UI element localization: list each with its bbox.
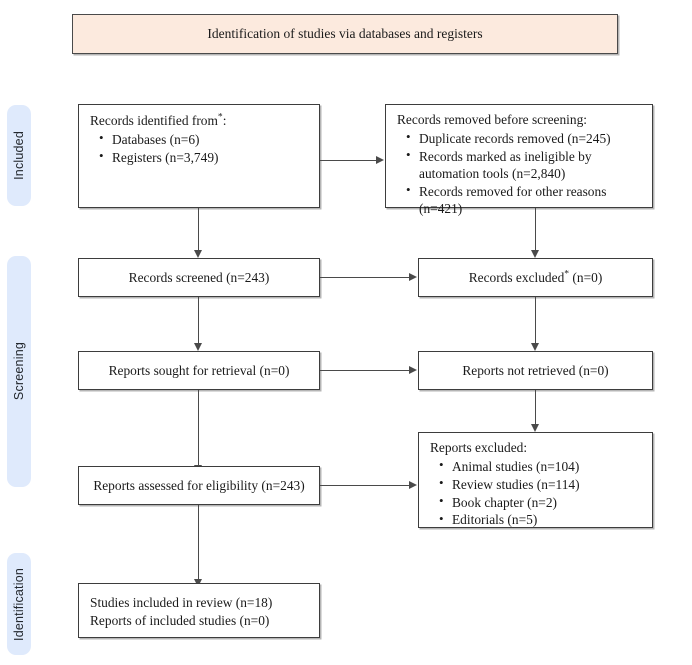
box-reports-assessed: Reports assessed for eligibility (n=243): [78, 466, 320, 505]
arrowhead-removed-to-excluded: [531, 250, 539, 258]
header-banner: Identification of studies via databases …: [72, 14, 618, 54]
connector-screened-to-sought: [198, 297, 200, 345]
list-item: Registers (n=3,749): [99, 148, 309, 166]
studies-included-line1: Studies included in review (n=18): [90, 595, 273, 610]
list-item: Databases (n=6): [99, 130, 309, 148]
box-records-screened-label: Records screened (n=243): [128, 269, 270, 285]
connector-identified-to-removed: [320, 160, 377, 162]
studies-included-line2: Reports of included studies (n=0): [90, 612, 270, 628]
stage-band-included: Included: [7, 105, 31, 206]
list-item: Book chapter (n=2): [439, 493, 642, 511]
connector-sought-to-not-retrieved: [320, 370, 410, 372]
list-item: Animal studies (n=104): [439, 457, 642, 475]
box-records-screened: Records screened (n=243): [78, 258, 320, 297]
records-excluded-tail-text: (n=0): [569, 269, 603, 285]
box-records-removed: Records removed before screening: Duplic…: [385, 104, 653, 216]
list-item: Review studies (n=114): [439, 475, 642, 493]
box-records-excluded: Records excluded* (n=0): [418, 258, 653, 297]
connector-screened-to-excluded: [320, 277, 410, 279]
list-item: Records marked as ineligible by automati…: [406, 147, 642, 183]
list-item: Duplicate records removed (n=245): [406, 129, 642, 147]
box-records-removed-lead: Records removed before screening:: [397, 112, 587, 127]
connector-excluded-to-not-retrieved: [535, 297, 537, 345]
arrowhead-identified-to-screened: [194, 250, 202, 258]
connector-sought-to-assessed: [198, 390, 200, 467]
stage-band-identification-label: Identification: [12, 567, 26, 641]
box-reports-not-retrieved: Reports not retrieved (n=0): [418, 351, 653, 390]
records-excluded-lead-text: Records excluded: [468, 269, 565, 285]
arrowhead-identified-to-removed: [376, 156, 384, 164]
arrowhead-sought-to-not-retrieved: [409, 366, 417, 374]
arrowhead-screened-to-sought: [194, 343, 202, 351]
stage-band-screening-label: Screening: [12, 342, 26, 401]
asterisk-marker: *: [217, 111, 223, 123]
box-reports-not-retrieved-label: Reports not retrieved (n=0): [462, 362, 609, 378]
asterisk-marker: *: [564, 268, 570, 280]
stage-band-screening: Screening: [7, 256, 31, 487]
box-reports-sought: Reports sought for retrieval (n=0): [78, 351, 320, 390]
stage-band-identification: Identification: [7, 553, 31, 655]
arrowhead-assessed-to-reports-excluded: [409, 481, 417, 489]
arrowhead-not-retrieved-to-reports-excluded: [531, 424, 539, 432]
box-reports-excluded: Reports excluded: Animal studies (n=104)…: [418, 432, 653, 528]
box-records-identified: Records identified from*: Databases (n=6…: [78, 104, 320, 208]
connector-assessed-to-included: [198, 505, 200, 581]
connector-removed-to-excluded: [535, 208, 537, 252]
box-reports-assessed-label: Reports assessed for eligibility (n=243): [93, 477, 305, 493]
header-banner-label: Identification of studies via databases …: [207, 26, 483, 41]
box-records-excluded-label: Records excluded* (n=0): [463, 268, 609, 286]
box-records-identified-lead: Records identified from*:: [90, 112, 309, 130]
stage-band-included-label: Included: [12, 131, 26, 180]
list-item: Editorials (n=5): [439, 511, 642, 528]
reports-excluded-list: Animal studies (n=104) Review studies (n…: [430, 457, 642, 529]
box-reports-excluded-lead: Reports excluded:: [430, 440, 528, 455]
connector-assessed-to-reports-excluded: [320, 485, 410, 487]
records-identified-lead-suffix: :: [222, 113, 227, 128]
arrowhead-excluded-to-not-retrieved: [531, 343, 539, 351]
records-identified-lead-text: Records identified from: [90, 113, 218, 128]
box-reports-sought-label: Reports sought for retrieval (n=0): [108, 362, 290, 378]
box-studies-included: Studies included in review (n=18) Report…: [78, 583, 320, 638]
arrowhead-screened-to-excluded: [409, 273, 417, 281]
records-identified-list: Databases (n=6) Registers (n=3,749): [90, 130, 309, 166]
records-removed-list: Duplicate records removed (n=245) Record…: [397, 129, 642, 218]
connector-not-retrieved-to-reports-excluded: [535, 390, 537, 430]
list-item: Records removed for other reasons (n=421…: [406, 182, 642, 218]
connector-identified-to-screened: [198, 208, 200, 252]
